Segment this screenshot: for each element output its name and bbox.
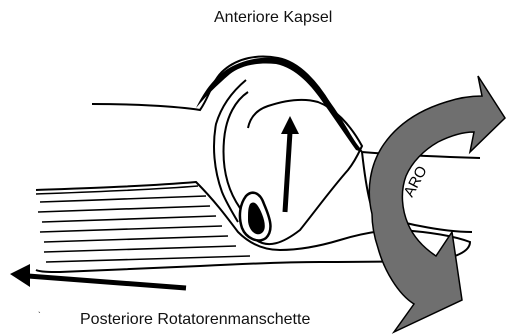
capsule-inner-fold: [214, 80, 246, 222]
fiber-line: [44, 236, 228, 242]
fiber-line: [44, 246, 236, 252]
rotator-cuff-fibers: [36, 186, 250, 262]
stray-mark: `: [38, 311, 41, 320]
posterior-rotator-cuff-label: Posteriore Rotatorenmanschette: [80, 311, 310, 329]
fiber-line: [40, 226, 222, 232]
fiber-line: [42, 216, 216, 222]
aro-rotation-arrow: ARO: [369, 76, 505, 332]
upward-translation-arrow: [281, 116, 299, 212]
fiber-line: [40, 196, 206, 202]
fiber-line: [38, 206, 210, 212]
fiber-line: [46, 256, 250, 262]
